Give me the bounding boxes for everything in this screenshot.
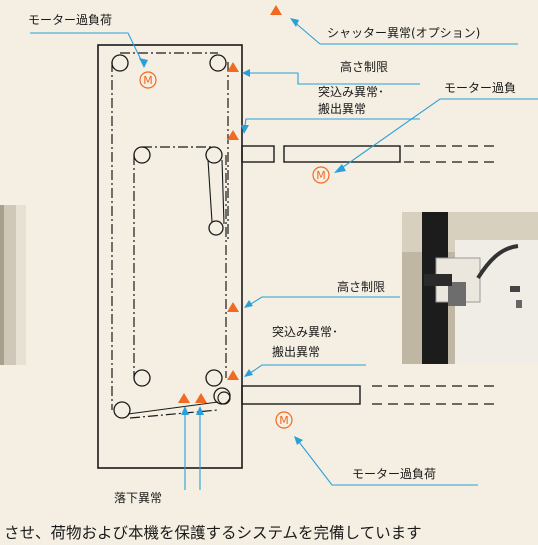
- motor-symbol-circle: [139, 71, 157, 89]
- chain-segment: [221, 159, 225, 225]
- arrowhead: [294, 436, 303, 445]
- chain-segment: [127, 401, 219, 415]
- sensor-marker-push-top: [227, 130, 239, 140]
- sprocket: [213, 387, 231, 405]
- arrowhead: [244, 369, 253, 377]
- label-shutter-error: シャッター異常(オプション): [327, 26, 480, 40]
- upper-conveyor-extension: [404, 145, 496, 163]
- main-frame: [97, 44, 243, 469]
- sensor-marker-fall-2: [195, 393, 207, 403]
- sensor-marker-fall-1: [178, 393, 190, 403]
- inner-chain: [133, 146, 227, 378]
- label-push-error-top: 突込み異常･: [318, 84, 384, 99]
- motor-symbol-circle: [312, 166, 330, 184]
- label-carry-error-bot: 搬出異常: [272, 344, 320, 359]
- sprocket: [209, 54, 227, 72]
- sensor-marker-shutter: [270, 5, 282, 15]
- sensor-marker-height-mid: [227, 302, 239, 312]
- sprocket: [111, 54, 129, 72]
- sensor-marker-push-bot: [227, 370, 239, 380]
- label-motor-overload-r: モーター過負: [444, 81, 516, 95]
- label-carry-error-top: 搬出異常: [318, 101, 366, 116]
- arrowhead: [181, 406, 189, 415]
- sprocket: [133, 369, 151, 387]
- lower-conveyor-extension: [372, 385, 496, 405]
- leader-height-mid: [245, 296, 400, 308]
- arrowhead: [334, 164, 346, 173]
- motor-symbol-text: M: [279, 414, 289, 427]
- leader-push-bot: [245, 364, 366, 377]
- leader-height-top: [244, 72, 420, 85]
- leader-fall: [184, 408, 201, 490]
- label-height-limit-top: 高さ制限: [340, 59, 388, 74]
- sprocket: [205, 146, 223, 164]
- label-motor-overload-br: モーター過負荷: [352, 467, 436, 481]
- upper-conveyor: [283, 145, 401, 163]
- arrowhead: [244, 300, 253, 308]
- arrowhead: [290, 18, 299, 27]
- arrowhead: [242, 69, 250, 77]
- label-fall-error: 落下異常: [114, 491, 162, 505]
- sprocket: [208, 220, 224, 236]
- leader-motor-tl: [30, 32, 145, 67]
- arrowhead: [241, 125, 249, 134]
- left-photo: [0, 205, 26, 365]
- upper-conveyor-stub: [241, 145, 275, 163]
- outer-chain: [111, 52, 229, 419]
- arrowhead: [139, 58, 148, 68]
- chain-segment: [207, 159, 213, 223]
- bottom-caption: させ、荷物および本機を保護するシステムを完備しています: [4, 524, 422, 542]
- right-photo: [402, 212, 538, 364]
- sprocket: [113, 401, 131, 419]
- sprocket: [133, 146, 151, 164]
- leader-motor-br: [295, 437, 478, 486]
- leader-push-top: [243, 118, 420, 133]
- leader-motor-r: [335, 98, 538, 173]
- motor-symbol-text: M: [143, 74, 153, 87]
- motor-symbol-circle: [275, 411, 293, 429]
- motor-symbol-text: M: [316, 169, 326, 182]
- sensor-marker-height-top: [227, 62, 239, 72]
- sprocket: [205, 369, 223, 387]
- label-motor-overload-tl: モーター過負荷: [28, 13, 112, 27]
- bottom-roller: [217, 391, 231, 405]
- lower-conveyor: [241, 385, 361, 405]
- arrowhead: [196, 406, 204, 415]
- label-push-error-bot: 突込み異常･: [272, 324, 338, 339]
- label-height-limit-mid: 高さ制限: [337, 279, 385, 294]
